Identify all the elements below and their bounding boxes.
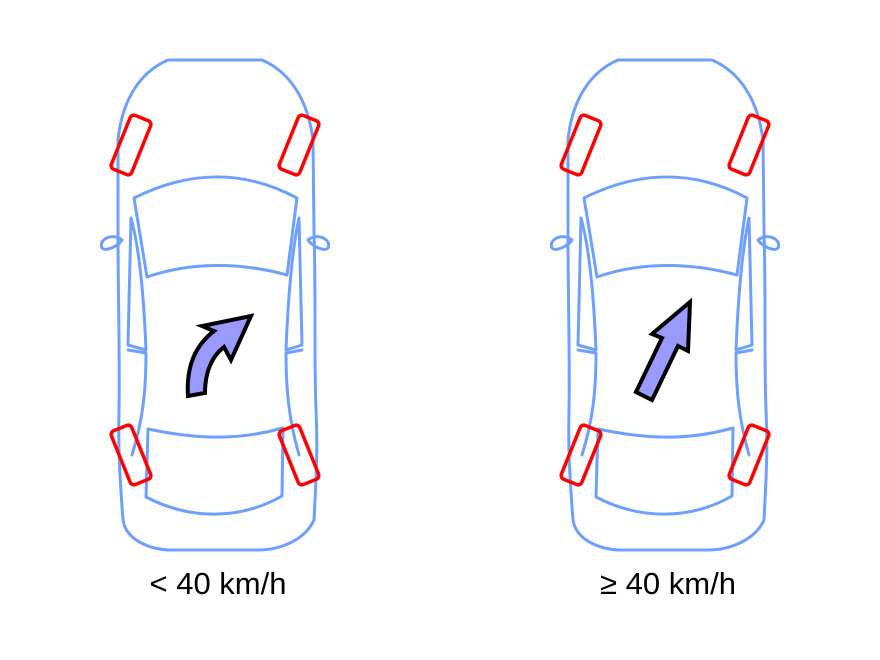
front-right-wheel	[277, 113, 321, 177]
curved-arrow-icon	[185, 313, 255, 399]
high-speed-label: ≥ 40 km/h	[600, 566, 736, 601]
straight-arrow-icon	[633, 297, 693, 403]
car-low-speed	[99, 58, 331, 552]
car-high-speed	[549, 58, 781, 552]
low-speed-label: < 40 km/h	[149, 566, 287, 601]
rear-left-wheel	[109, 423, 153, 487]
rear-right-wheel	[277, 423, 321, 487]
rear-right-wheel	[727, 423, 771, 487]
front-left-wheel	[559, 113, 603, 177]
front-right-wheel	[727, 113, 771, 177]
rear-left-wheel	[559, 423, 603, 487]
front-left-wheel	[109, 113, 153, 177]
